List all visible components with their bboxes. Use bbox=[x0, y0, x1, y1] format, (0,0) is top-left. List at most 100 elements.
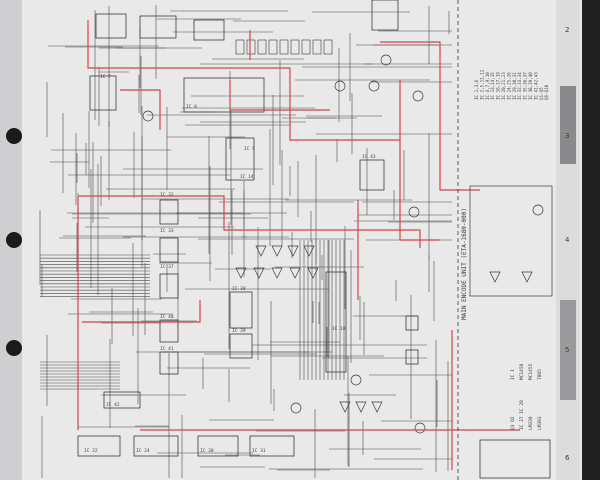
side-note: LM339 bbox=[528, 416, 534, 430]
ic-chip bbox=[183, 77, 265, 113]
chip-label: IC 39 bbox=[232, 328, 246, 334]
chip-label: IC 38 bbox=[232, 286, 246, 292]
gate-symbol bbox=[287, 245, 299, 257]
signal-trace bbox=[82, 300, 201, 323]
side-table-row: IC 2,5,11,12 bbox=[479, 69, 484, 100]
signal-trace bbox=[399, 80, 440, 241]
side-table-row: IC 24,25,26 bbox=[506, 72, 511, 100]
side-table-row: IC 13,14,15 bbox=[490, 72, 495, 100]
gate-symbol bbox=[235, 267, 247, 279]
ic-chip bbox=[229, 333, 253, 359]
right-tab-dark-2 bbox=[560, 300, 576, 400]
side-note: 7805 bbox=[537, 369, 543, 380]
transistor bbox=[408, 206, 420, 218]
side-table-row: IC 20,21,23 bbox=[501, 72, 506, 100]
transistor bbox=[412, 90, 424, 102]
ic-chip bbox=[229, 291, 253, 329]
transistor bbox=[290, 402, 302, 414]
ic-chip bbox=[405, 349, 419, 365]
ic-chip bbox=[77, 435, 121, 457]
transistor bbox=[380, 54, 392, 66]
side-table-row: IC 29,30,31 bbox=[512, 72, 517, 100]
transistor bbox=[532, 204, 544, 216]
punch-hole-1 bbox=[6, 128, 22, 144]
side-table-row: IC 38,39,40 bbox=[528, 72, 533, 100]
column-number: 6 bbox=[565, 454, 570, 462]
transistor bbox=[350, 374, 362, 386]
signal-trace bbox=[120, 89, 161, 130]
gate-symbol bbox=[489, 271, 501, 283]
ic-chip bbox=[103, 391, 141, 409]
gate-symbol bbox=[271, 267, 283, 279]
signal-trace bbox=[380, 41, 480, 191]
transistor bbox=[334, 80, 346, 92]
gate-symbol bbox=[255, 245, 267, 257]
column-number: 2 bbox=[565, 26, 569, 34]
chip-label: IC 30 bbox=[200, 448, 214, 454]
transistor bbox=[414, 422, 426, 434]
ic-chip bbox=[159, 237, 179, 263]
side-note: Q1 Q2 bbox=[510, 416, 516, 430]
gate-symbol bbox=[271, 245, 283, 257]
ic-chip bbox=[159, 199, 179, 225]
chip-label: IC 8 bbox=[186, 104, 197, 110]
chip-labels: IC 7 IC 8 IC 9 IC 14 IC 18 IC 22 IC 24 IC 30 IC … bbox=[84, 74, 376, 454]
ic-chip bbox=[405, 315, 419, 331]
resistor bbox=[235, 39, 245, 55]
resistor bbox=[257, 39, 267, 55]
resistor bbox=[290, 39, 300, 55]
gate-symbol bbox=[339, 401, 351, 413]
chip-label: IC 18 bbox=[332, 326, 346, 332]
chip-label: IC 37 bbox=[160, 264, 174, 270]
ic-chip bbox=[197, 435, 239, 457]
signal-traces bbox=[77, 20, 520, 470]
chip-label: IC 7 bbox=[100, 74, 111, 80]
chip-label: IC 33 bbox=[160, 228, 174, 234]
side-table-row: IC 35,36,37 bbox=[523, 72, 528, 100]
gate-symbol bbox=[289, 267, 301, 279]
side-table-row: Q1-Q5 bbox=[539, 87, 544, 100]
ic-chip bbox=[479, 439, 551, 479]
transistor bbox=[368, 80, 380, 92]
column-number: 3 bbox=[565, 132, 569, 140]
unit-label: MAIN ENCODE UNIT (ETA-1680-000) bbox=[461, 208, 468, 320]
right-tab-dark-1 bbox=[560, 86, 576, 164]
ic-chip bbox=[89, 75, 117, 111]
chip-label: IC 31 bbox=[252, 448, 266, 454]
side-table-row: IC 32,33,34 bbox=[517, 72, 522, 100]
ic-chip bbox=[193, 19, 225, 41]
side-note: IC 1 bbox=[510, 369, 516, 380]
side-table-row: IC 1,3,6 bbox=[474, 79, 479, 100]
gate-symbol bbox=[521, 271, 533, 283]
ic-chip bbox=[325, 271, 347, 373]
chip-label: IC 24 bbox=[136, 448, 150, 454]
signal-trace bbox=[229, 80, 330, 111]
ic-chip bbox=[359, 159, 385, 191]
gate-symbol bbox=[253, 267, 265, 279]
ic-chip bbox=[159, 351, 179, 375]
ic-chip bbox=[249, 435, 295, 457]
chip-label: IC 22 bbox=[84, 448, 98, 454]
resistor bbox=[301, 39, 311, 55]
ic-chip bbox=[159, 273, 179, 299]
transistor bbox=[142, 110, 154, 122]
schematic-chips bbox=[77, 0, 551, 479]
chip-label: IC 9 bbox=[244, 146, 255, 152]
side-table-row: IC 16,17,19 bbox=[496, 72, 501, 100]
side-note: MC1455 bbox=[528, 363, 534, 380]
side-table-row: Q6-Q10 bbox=[544, 84, 549, 100]
resistor bbox=[246, 39, 256, 55]
punch-hole-3 bbox=[6, 340, 22, 356]
ic-chip bbox=[139, 15, 177, 39]
chip-label: IC 14 bbox=[240, 174, 254, 180]
encoder-subunit-box bbox=[469, 185, 553, 297]
ic-chip bbox=[133, 435, 179, 457]
chip-label: IC 32 bbox=[160, 192, 174, 198]
gate-symbol bbox=[303, 245, 315, 257]
ic-chip bbox=[95, 13, 127, 39]
resistor bbox=[279, 39, 289, 55]
gate-symbol bbox=[307, 267, 319, 279]
resistor bbox=[312, 39, 322, 55]
resistor bbox=[268, 39, 278, 55]
